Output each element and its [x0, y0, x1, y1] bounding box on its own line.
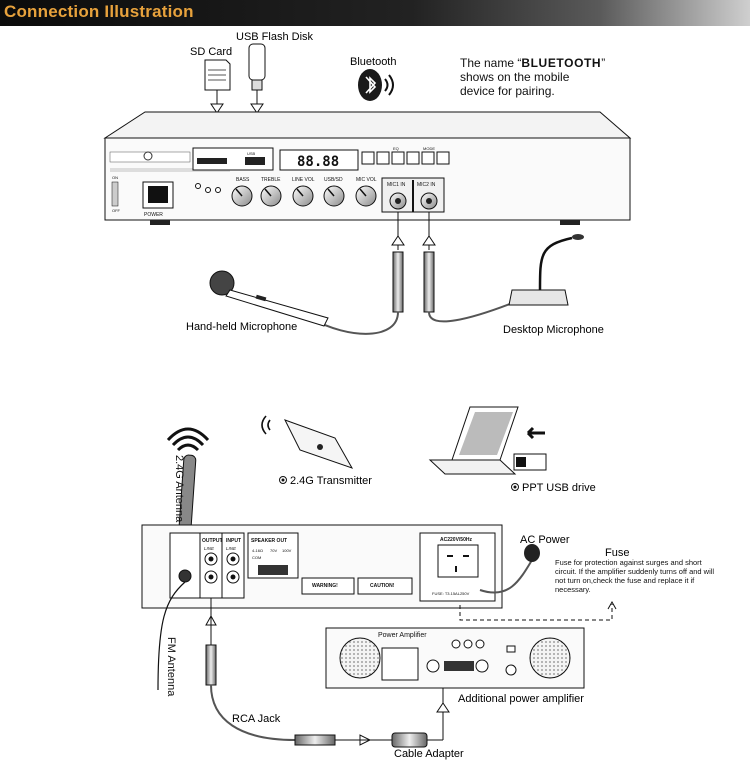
impedance-70v-label: 70V — [270, 548, 277, 553]
fuse-callout-line — [459, 604, 613, 621]
bt-note-pre: The name “ — [460, 56, 522, 70]
sd-card-label: SD Card — [190, 46, 232, 58]
mic2-in-label: MIC2 IN — [417, 182, 436, 188]
transmitter-24g-icon — [261, 415, 354, 469]
knob-label-treble: TREBLE — [261, 177, 281, 183]
rear-section-input: INPUT — [226, 538, 241, 544]
bluetooth-label: Bluetooth — [350, 56, 396, 68]
knob-label-bass: BASS — [236, 177, 250, 183]
ppt-usb-drive-icon — [513, 426, 547, 471]
additional-amp-label: Additional power amplifier — [458, 693, 584, 705]
bluetooth-icon — [358, 69, 394, 101]
led-display: 88.88 — [297, 154, 339, 170]
amplifier-rear-panel — [141, 524, 503, 609]
rear-line-input-label: LINE — [226, 546, 237, 551]
power-amplifier-label: Power Amplifier — [378, 632, 427, 639]
ac-power-label: AC Power — [520, 534, 570, 546]
desktop-microphone-icon — [508, 234, 584, 306]
knob-label-mic-vol: MIC VOL — [356, 177, 377, 183]
rear-line-output-label: LINE — [204, 546, 215, 551]
laptop-icon — [428, 406, 519, 475]
power-label: POWER — [144, 212, 163, 218]
handheld-microphone-icon — [209, 270, 329, 327]
bt-note-post: ” — [601, 56, 606, 70]
mode-label: MODE — [423, 146, 435, 151]
mic1-in-label: MIC1 IN — [387, 182, 406, 188]
ac-rating-label: AC220V/50Hz — [440, 537, 472, 543]
amplifier-front-panel: ON OFF POWER USB 88.88 EQ MODE — [103, 111, 632, 225]
fuse-rating-label: FUSE: T3.15AL250V — [432, 591, 470, 596]
eq-label: EQ — [393, 146, 399, 151]
knob-mic-vol — [355, 185, 377, 207]
handheld-mic-label: Hand-held Microphone — [186, 321, 297, 333]
usb-flash-disk-label: USB Flash Disk — [236, 31, 314, 43]
on-label: ON — [112, 175, 118, 180]
antenna-24g-label: 2.4G Antenna — [173, 455, 185, 523]
warning-label: WARNING! — [312, 583, 338, 589]
knob-treble — [260, 185, 282, 207]
fm-antenna-label: FM Antenna — [165, 637, 177, 697]
usb-slot-label: USB — [247, 151, 256, 156]
bt-note-name: BLUETOOTH — [521, 56, 602, 70]
rca-jack-label: RCA Jack — [232, 713, 281, 725]
impedance-label: 4-16Ω — [252, 548, 263, 553]
knob-line-vol — [292, 185, 314, 207]
ppt-usb-label: PPT USB drive — [522, 482, 596, 494]
fm-antenna-cable — [157, 581, 186, 691]
cable-adapter-label: Cable Adapter — [394, 748, 464, 760]
mic-input-panel — [381, 177, 445, 213]
caution-label: CAUTION! — [370, 583, 395, 589]
rear-section-speaker-out: SPEAKER OUT — [251, 538, 287, 544]
desktop-mic-label: Desktop Microphone — [503, 324, 604, 336]
rca-cable — [205, 598, 450, 748]
knob-label-usb-sd: USB/SD — [324, 177, 343, 183]
knob-bass — [231, 185, 253, 207]
com-label: COM — [252, 555, 261, 560]
mic-cables — [309, 212, 521, 335]
impedance-100v-label: 100V — [282, 548, 292, 553]
knob-label-line-vol: LINE VOL — [292, 177, 315, 183]
ac-power-plug-icon — [479, 544, 540, 594]
bt-note-line3: device for pairing. — [460, 84, 555, 98]
knob-usb-sd — [323, 185, 345, 207]
usb-flash-disk-icon — [248, 43, 266, 148]
power-amplifier-rear-panel — [325, 627, 585, 689]
fuse-note: Fuse for protection against surges and s… — [555, 558, 715, 594]
page-title: Connection Illustration — [4, 2, 194, 21]
bluetooth-pairing-note: The name “BLUETOOTH” shows on the mobile… — [460, 56, 605, 98]
bt-note-line2: shows on the mobile — [460, 70, 570, 84]
off-label: OFF — [112, 208, 121, 213]
rear-section-output: OUTPUT — [202, 538, 223, 544]
fuse-label: Fuse — [605, 547, 629, 559]
transmitter-24g-label: 2.4G Transmitter — [290, 475, 372, 487]
header-bar: Connection Illustration — [0, 0, 750, 26]
transport-buttons — [361, 151, 450, 165]
